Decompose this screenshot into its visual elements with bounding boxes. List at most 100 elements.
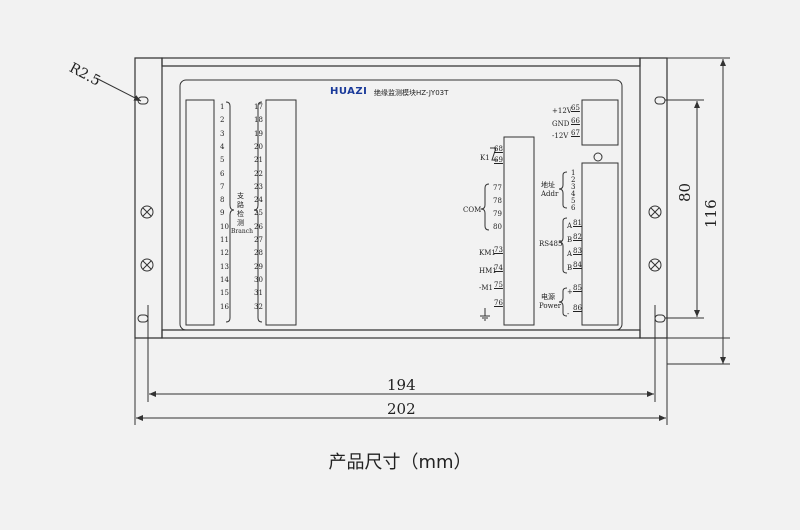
- addr-en: Addr: [541, 190, 559, 198]
- terminal-number: 27: [254, 236, 263, 244]
- terminal-number: 22: [254, 169, 263, 178]
- terminal-blocks: [185, 99, 619, 326]
- terminal-number: 3: [220, 129, 225, 138]
- relay-symbol: [490, 147, 498, 161]
- branch-char: 支: [237, 192, 244, 200]
- screw-icons: [140, 205, 662, 272]
- dim-80-label: 80: [676, 182, 694, 202]
- terminal-number: 7: [220, 182, 225, 191]
- terminal-number: 25: [254, 209, 263, 218]
- dim-116: [667, 57, 730, 365]
- terminal-number: 21: [254, 156, 263, 165]
- terminal-number: 10: [220, 222, 229, 231]
- terminal-number: 29: [254, 262, 263, 271]
- rs485-label: RS485: [539, 240, 563, 248]
- terminal-number: 30: [254, 275, 263, 284]
- power-pin-label: +12V: [552, 107, 572, 115]
- terminal-number: 28: [254, 249, 263, 258]
- rs485-side: A: [567, 250, 573, 258]
- terminal-number: 18: [254, 116, 263, 125]
- addr-pin: 3: [571, 183, 576, 191]
- addr-pin: 5: [571, 197, 576, 205]
- rs485-side: A: [567, 222, 573, 230]
- rs485-pin: 84: [573, 261, 582, 269]
- rs485-pin: 82: [573, 233, 582, 241]
- dim-202-label: 202: [387, 400, 416, 418]
- rs485-pin: 83: [573, 247, 582, 255]
- com-pin: 79: [493, 210, 502, 218]
- terminal-number: 12: [220, 249, 229, 258]
- terminal-number: 19: [254, 129, 263, 138]
- signal-pin: 75: [494, 281, 503, 289]
- terminal-number: 13: [220, 262, 229, 271]
- terminal-number: 11: [220, 236, 229, 244]
- terminal-number: 15: [220, 289, 229, 298]
- signal-pin: 74: [494, 263, 503, 272]
- terminal-number: 32: [254, 302, 263, 311]
- power-pin-label: -12V: [552, 132, 569, 140]
- com-pin: 80: [493, 223, 502, 231]
- power-pin-number: 66: [571, 116, 580, 125]
- terminal-number: 2: [220, 116, 225, 125]
- power-sign: -: [567, 310, 570, 318]
- radius-leader: [95, 77, 142, 102]
- terminal-number: 6: [220, 169, 225, 178]
- rs485-pin: 81: [573, 219, 582, 227]
- signal-label: -M1: [479, 284, 493, 292]
- module-title: 绝缘监测模块HZ-JY03T: [374, 89, 449, 97]
- terminal-number: 14: [220, 275, 229, 284]
- addr-pin: 6: [571, 204, 576, 212]
- terminal-number: 20: [254, 142, 263, 151]
- com-pin: 77: [493, 184, 502, 192]
- relay-label: K1: [480, 154, 490, 162]
- branch-en: Branch: [231, 228, 253, 235]
- addr-pin: 1: [571, 169, 576, 177]
- terminal-number: 16: [220, 302, 229, 311]
- com-pin: 78: [493, 197, 502, 205]
- addr-pin: 4: [571, 190, 576, 198]
- terminal-number: 5: [220, 156, 225, 165]
- braces: [225, 101, 568, 323]
- front-panel: [179, 79, 623, 331]
- relay-pin: 68: [494, 145, 503, 153]
- branch-char: 测: [237, 219, 244, 227]
- dim-202: [134, 338, 668, 425]
- dim-116-label: 116: [702, 199, 720, 228]
- com-label: COM: [463, 206, 482, 214]
- rs485-side: B: [567, 264, 573, 272]
- power-cn: 电源: [541, 293, 555, 301]
- dim-194-label: 194: [387, 376, 416, 394]
- mounting-slots: [137, 96, 666, 323]
- power-sign: +: [567, 288, 573, 296]
- terminal-number: 4: [220, 142, 225, 151]
- dim-194: [147, 305, 656, 402]
- signal-pin: 76: [494, 298, 503, 307]
- addr-cn: 地址: [541, 181, 555, 189]
- brand-logo: HUAZI: [330, 86, 368, 97]
- ground-icon: [480, 308, 490, 321]
- relay-pin: 69: [494, 156, 503, 164]
- signal-pin: 73: [494, 246, 503, 254]
- power-pin: 85: [573, 284, 582, 292]
- power-en: Power: [539, 302, 562, 310]
- signal-label: HM1: [479, 266, 497, 275]
- addr-pin: 2: [571, 176, 576, 184]
- terminal-number: 9: [220, 209, 225, 218]
- rs485-side: B: [567, 236, 573, 244]
- terminal-number: 8: [220, 196, 225, 205]
- dim-80: [665, 99, 704, 319]
- branch-char: 路: [237, 201, 244, 209]
- signal-label: KM1: [479, 249, 496, 257]
- terminal-number: 1: [220, 103, 225, 111]
- module-body: [161, 57, 641, 339]
- terminal-number: 26: [254, 222, 263, 231]
- power-pin: 86: [573, 304, 582, 312]
- caption: 产品尺寸（mm）: [328, 452, 472, 473]
- terminal-number: 17: [254, 103, 263, 111]
- power-pin-label: GND: [552, 119, 570, 128]
- terminal-number: 24: [254, 196, 263, 205]
- terminal-number: 31: [254, 289, 263, 298]
- power-pin-number: 65: [571, 104, 580, 112]
- branch-char: 检: [237, 210, 244, 218]
